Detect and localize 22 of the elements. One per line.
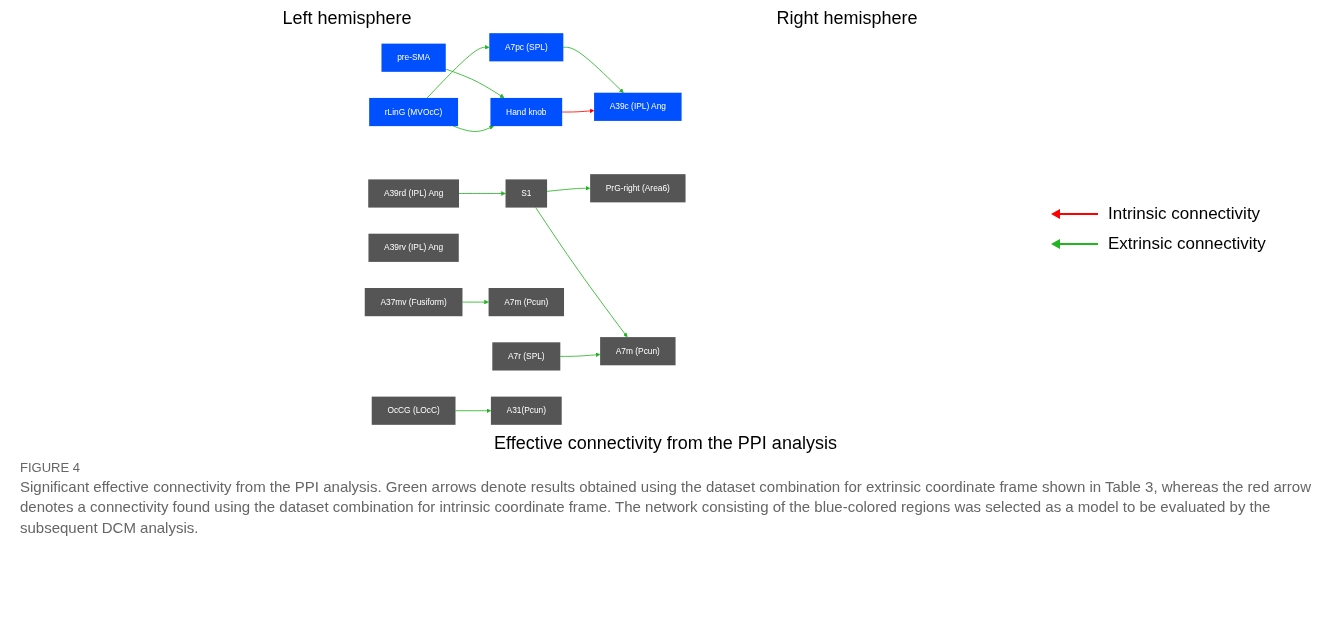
legend-label: Extrinsic connectivity — [1108, 234, 1266, 254]
node-box: A7m (Pcun) — [599, 337, 676, 366]
node-box: A7r (SPL) — [492, 342, 561, 371]
node-box: A7m (Pcun) — [488, 288, 564, 317]
node-box: rLinG (MVOcC) — [369, 97, 458, 127]
node-box: A39rv (IPL) Ang — [368, 233, 459, 262]
node-box: S1 — [505, 179, 547, 208]
hemisphere-heading: Right hemisphere — [776, 8, 918, 29]
diagram-subtitle: Effective connectivity from the PPI analysis — [494, 433, 837, 453]
node-box: Hand knob — [490, 97, 562, 127]
node-box: A37mv (Fusiform) — [364, 288, 463, 317]
node-box: A39c (IPL) Ang — [593, 92, 682, 121]
node-box: pre-SMA — [381, 43, 446, 72]
node-box: OcCG (LOcC) — [371, 396, 456, 425]
node-box: A31(Pcun) — [490, 396, 562, 425]
node-box: A7pc (SPL) — [489, 33, 564, 62]
node-box: A39rd (IPL) Ang — [368, 179, 459, 208]
hemisphere-heading: Left hemisphere — [282, 8, 412, 29]
node-box: PrG-right (Area6) — [590, 174, 686, 203]
figure-number: FIGURE 4 — [20, 460, 80, 475]
figure-caption: Significant effective connectivity from the PPI analysis. Green arrows denote results obtained using the dataset combination for extrinsic coordinate frame shown in Table 3, whereas the red arrow denotes a connectivity found using the dataset combination for intrinsic coordinate frame. The network consisting of the blue-colored regions was selected as a model to be evaluated by the subsequent DCM analysis. — [20, 478, 1311, 536]
legend-label: Intrinsic connectivity — [1108, 204, 1261, 224]
